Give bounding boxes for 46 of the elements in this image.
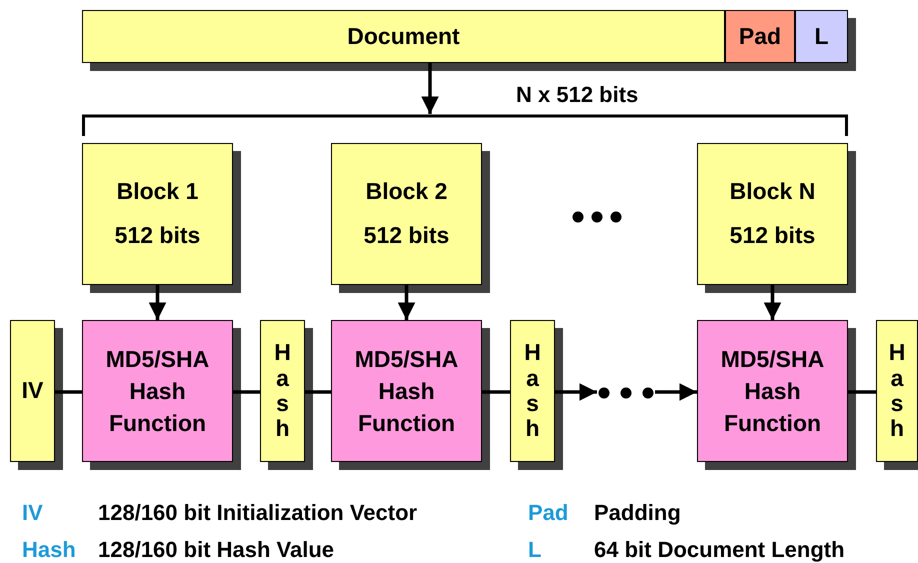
bracket [82, 114, 848, 136]
block-box [331, 143, 482, 285]
node-text: Block 2 [366, 177, 448, 206]
hash-value-box [876, 320, 918, 462]
arrow [764, 285, 782, 320]
node-text: Document [347, 22, 460, 52]
hash-value-box [510, 320, 555, 462]
hash-function-box [697, 320, 848, 462]
legend-text: 128/160 bit Hash Value [98, 537, 334, 563]
node-text: MD5/SHA Hash Function [104, 344, 210, 438]
hash-function-box [82, 320, 233, 462]
node-text: Hash [888, 340, 906, 442]
legend-text: Padding [594, 500, 681, 526]
ellipsis-icon [597, 386, 655, 400]
node-text: 512 bits [114, 221, 200, 250]
legend-text: 128/160 bit Initialization Vector [98, 500, 418, 526]
padding-segment [725, 10, 795, 63]
bracket-label: N x 512 bits [516, 82, 638, 108]
arrow [555, 383, 597, 401]
block-box [697, 143, 848, 285]
block-box [82, 143, 233, 285]
iv-box [10, 320, 55, 462]
node-text: Hash [273, 340, 292, 442]
node-text: MD5/SHA Hash Function [354, 344, 460, 438]
node-text: Hash [523, 340, 542, 442]
legend-key: L [528, 537, 542, 563]
arrow [421, 63, 439, 114]
node-text: Block 1 [116, 177, 198, 206]
arrow [148, 285, 166, 320]
node-text: MD5/SHA Hash Function [720, 344, 826, 438]
legend-text: 64 bit Document Length [594, 537, 845, 563]
node-text: 512 bits [730, 221, 816, 250]
document-bar [82, 10, 725, 63]
node-text: Pad [738, 22, 782, 52]
node-text: Block N [730, 177, 816, 206]
hash-value-box [260, 320, 305, 462]
legend-key: IV [22, 500, 43, 526]
legend-key: Hash [22, 537, 76, 563]
arrow [398, 285, 416, 320]
arrow [655, 383, 697, 401]
node-text: L [814, 22, 829, 52]
hash-function-box [331, 320, 482, 462]
node-text: 512 bits [364, 221, 450, 250]
node-text: IV [21, 378, 44, 404]
legend-key: Pad [528, 500, 568, 526]
length-segment [795, 10, 848, 63]
